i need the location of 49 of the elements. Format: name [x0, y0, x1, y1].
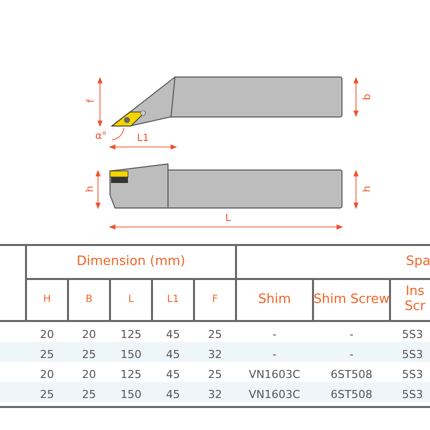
table-cell: -	[272, 328, 276, 340]
table-cell: 32	[208, 348, 222, 360]
table-cell: -	[350, 348, 354, 360]
table-cell: 45	[166, 388, 180, 400]
table-cell: -	[272, 348, 276, 360]
table-cell: 25	[40, 348, 54, 360]
table-cell: 25	[208, 328, 222, 340]
dimension-label: L1	[137, 134, 149, 144]
table-cell: 20	[40, 328, 54, 340]
table-cell: 5S3	[402, 368, 423, 380]
table-cell: 25	[82, 388, 96, 400]
dimension-label: h	[86, 186, 96, 192]
table-cell: 20	[82, 368, 96, 380]
dimension-label: α°	[95, 132, 107, 142]
table-cell: 20	[40, 368, 54, 380]
table-cell: 25	[82, 348, 96, 360]
table-cell: 5S3	[402, 388, 423, 400]
table-cell: 125	[120, 328, 142, 340]
table-cell: 5S3	[402, 348, 423, 360]
table-cell: 150	[120, 388, 142, 400]
table-cell: 45	[166, 368, 180, 380]
table-cell: VN1603C	[248, 368, 300, 380]
column-group-header: Dimension (mm)	[76, 254, 186, 270]
column-header: B	[86, 294, 92, 306]
dimension-label: L	[225, 214, 231, 224]
table-cell: 125	[120, 368, 142, 380]
dimension-label: h	[363, 186, 373, 192]
table-cell: 45	[166, 328, 180, 340]
table-cell: 45	[166, 348, 180, 360]
column-header: L	[128, 294, 134, 306]
column-group-header: Spa	[406, 254, 430, 270]
table-cell: 6ST508	[330, 368, 372, 380]
table-cell: 150	[120, 348, 142, 360]
column-header: Shim Screw	[314, 292, 390, 308]
column-header: Shim	[258, 292, 291, 308]
dimension-label: b	[363, 94, 373, 100]
table-cell: 25	[40, 388, 54, 400]
table-cell: VN1603C	[248, 388, 300, 400]
table-cell: 25	[208, 368, 222, 380]
column-header: Ins Scr	[404, 285, 426, 315]
table-cell: 6ST508	[330, 388, 372, 400]
column-header: L1	[167, 294, 179, 306]
table-cell: 32	[208, 388, 222, 400]
table-cell: 20	[82, 328, 96, 340]
table-cell: -	[350, 328, 354, 340]
table-cell: 5S3	[402, 328, 423, 340]
column-header: F	[212, 294, 218, 306]
dimension-label: f	[87, 99, 97, 103]
column-header: H	[43, 294, 51, 306]
